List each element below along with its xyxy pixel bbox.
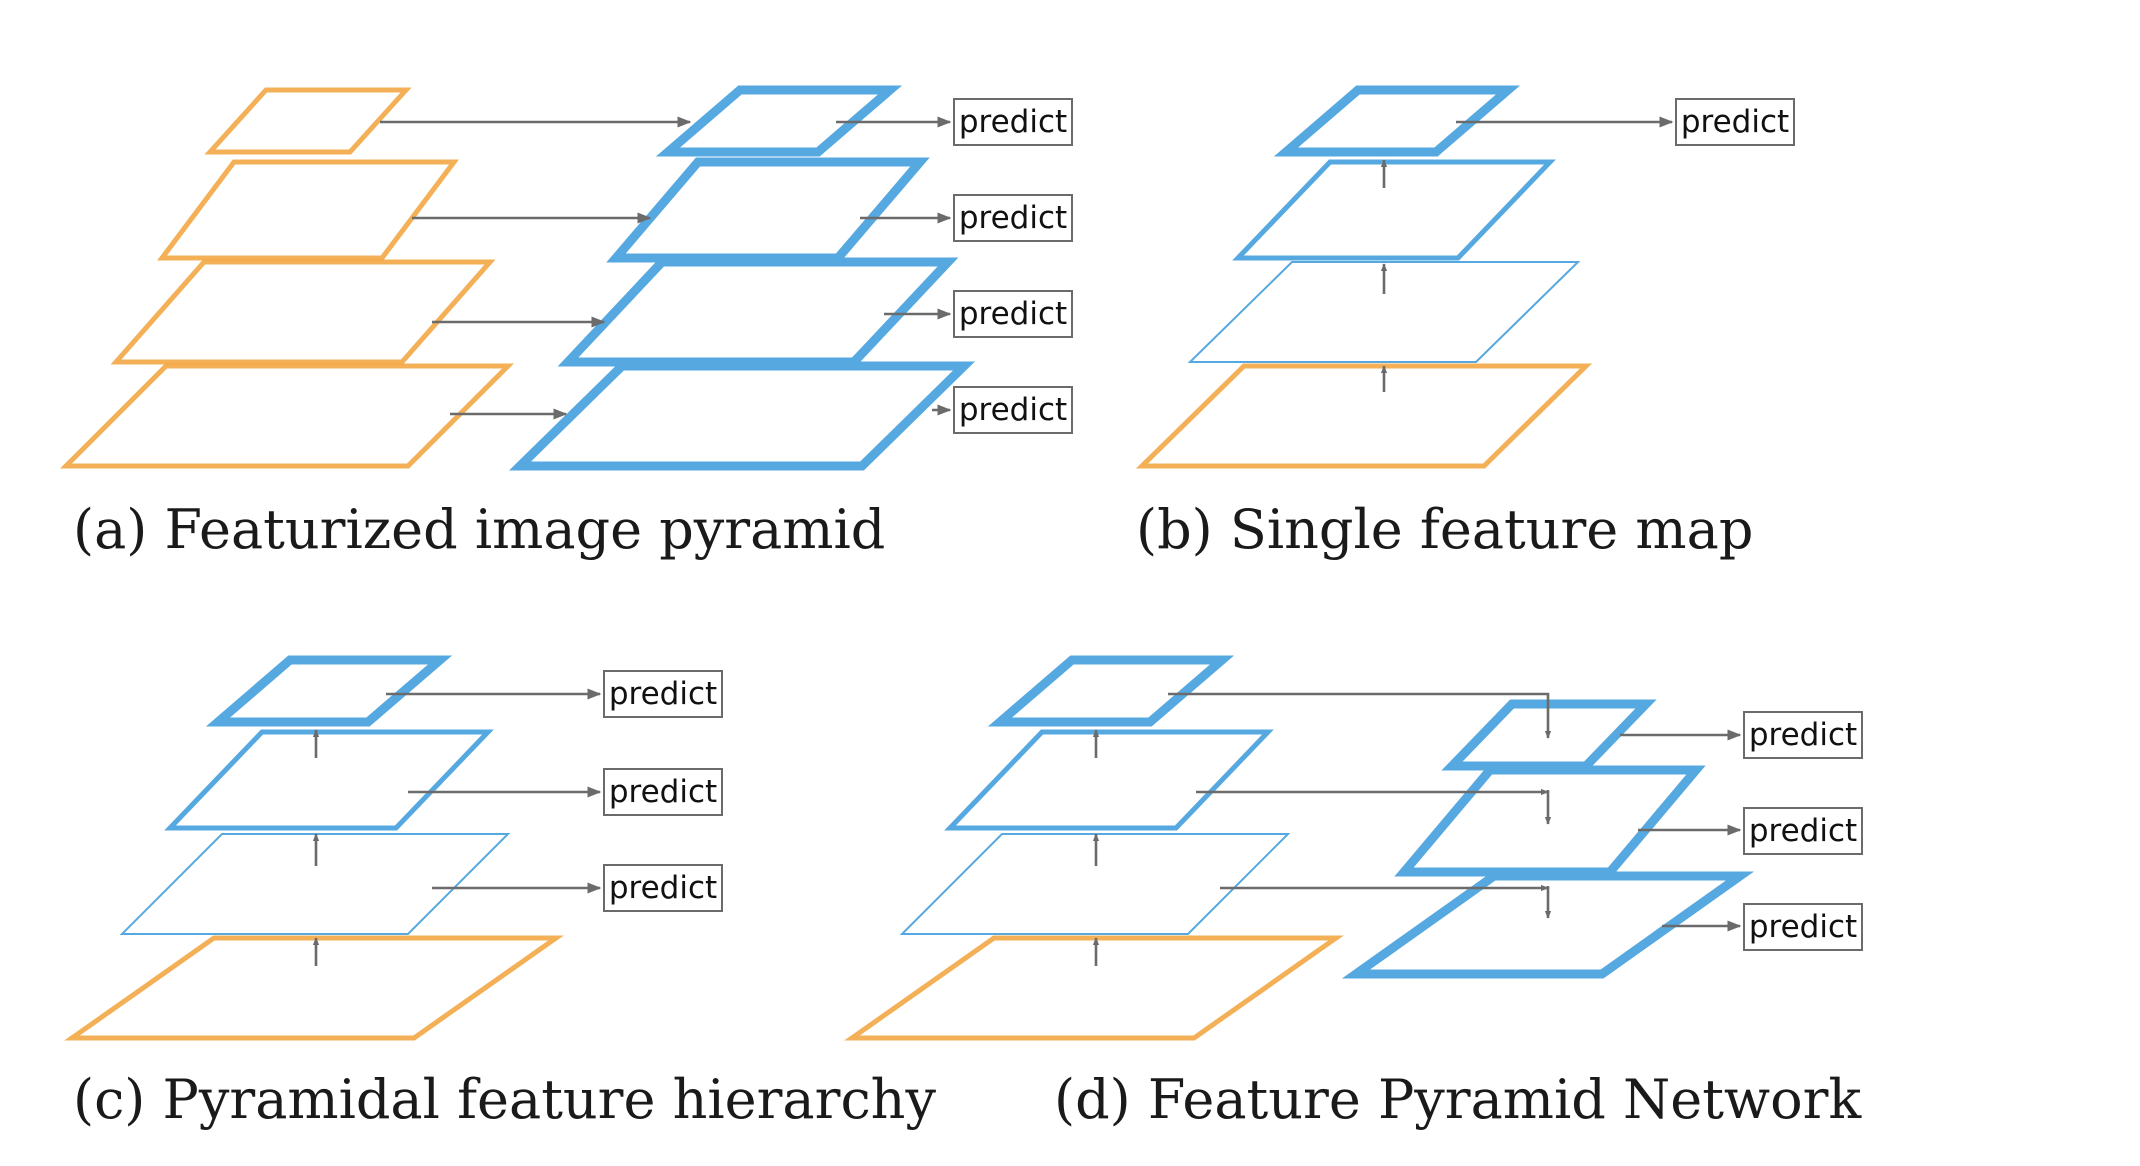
a-image-level-2-frame	[157, 159, 459, 261]
c-predict-2-label: predict	[609, 774, 717, 810]
c-predict-3-label: predict	[609, 870, 717, 906]
d-predict-3-box	[1743, 903, 1863, 951]
d-image-frame	[844, 935, 1344, 1041]
d-td-map-2	[1394, 765, 1706, 877]
a-feature-map-3	[557, 257, 959, 367]
a-feature-map-2	[606, 157, 930, 263]
c-predict-1-label: predict	[609, 676, 717, 712]
a-image-level-1	[204, 87, 412, 155]
c-predict-2: predict	[603, 768, 723, 816]
a-image-level-3-frame	[110, 259, 496, 365]
c-predict-3-box	[603, 864, 723, 912]
b-predict: predict	[1675, 98, 1795, 146]
d-bu-map-2	[944, 729, 1274, 831]
b-predict-box	[1675, 98, 1795, 146]
b-image-frame	[1135, 363, 1593, 469]
a-predict-1: predict	[953, 98, 1073, 146]
a-image-level-1-frame	[204, 87, 412, 155]
b-predict-label: predict	[1681, 104, 1789, 140]
a-feature-map-4	[508, 361, 976, 471]
c-predict-2-box	[603, 768, 723, 816]
d-bu-map-1	[987, 655, 1235, 727]
a-image-level-4	[59, 363, 515, 469]
c-predict-3: predict	[603, 864, 723, 912]
d-td-map-3	[1341, 871, 1755, 979]
b-feature-map-1	[1273, 85, 1521, 157]
c-image	[64, 935, 564, 1041]
d-predict-2-label: predict	[1749, 813, 1857, 849]
d-predict-2: predict	[1743, 807, 1863, 855]
a-predict-2-label: predict	[959, 200, 1067, 236]
b-image	[1135, 363, 1593, 469]
a-predict-2: predict	[953, 194, 1073, 242]
c-predict-1: predict	[603, 670, 723, 718]
a-predict-3-label: predict	[959, 296, 1067, 332]
c-feature-map-3	[119, 833, 511, 935]
c-predict-1-box	[603, 670, 723, 718]
b-feature-map-3	[1187, 261, 1581, 363]
d-lateral-1	[1168, 692, 1552, 739]
b-feature-map-2	[1232, 159, 1556, 261]
a-predict-4-label: predict	[959, 392, 1067, 428]
a-predict-3: predict	[953, 290, 1073, 338]
c-feature-map-2	[164, 729, 494, 831]
c-feature-map-1	[205, 655, 453, 727]
a-image-level-2	[157, 159, 459, 261]
a-predict-2-box	[953, 194, 1073, 242]
a-feature-map-1	[655, 85, 903, 157]
d-predict-1-box	[1743, 711, 1863, 759]
a-predict-4: predict	[953, 386, 1073, 434]
a-predict-3-box	[953, 290, 1073, 338]
d-predict-2-box	[1743, 807, 1863, 855]
d-predict-3: predict	[1743, 903, 1863, 951]
d-predict-1-label: predict	[1749, 717, 1857, 753]
a-predict-1-label: predict	[959, 104, 1067, 140]
a-predict-4-box	[953, 386, 1073, 434]
c-image-frame	[64, 935, 564, 1041]
d-image	[844, 935, 1344, 1041]
a-predict-1-box	[953, 98, 1073, 146]
a-image-level-4-frame	[59, 363, 515, 469]
a-image-level-3	[110, 259, 496, 365]
d-predict-3-label: predict	[1749, 909, 1857, 945]
d-bu-map-3	[899, 833, 1291, 935]
d-predict-1: predict	[1743, 711, 1863, 759]
